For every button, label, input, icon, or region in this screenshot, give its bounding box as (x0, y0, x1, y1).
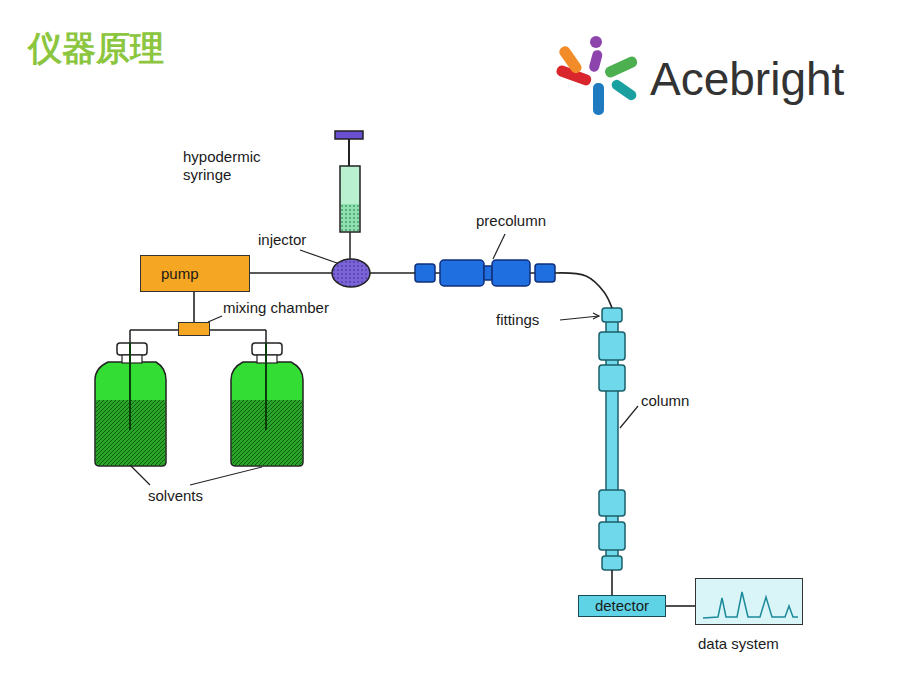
leader-line (130, 234, 638, 485)
injector-valve: injector (332, 259, 370, 287)
part-label: hypodermic syringe (183, 148, 278, 184)
part-label: data system (698, 635, 804, 653)
part-label: mixing chamber (223, 299, 253, 317)
box-text: pump (161, 265, 199, 283)
precolumn-body (415, 260, 555, 286)
solvent-bottle (95, 343, 166, 466)
part-label: column (641, 392, 667, 410)
flow-tubing (555, 273, 612, 308)
flow-tubing (370, 272, 415, 274)
flow-tubing (611, 570, 613, 595)
flow-tubing (193, 292, 195, 322)
part-label: injector (258, 231, 296, 249)
data-system: data system (695, 578, 803, 625)
data-screen (695, 578, 803, 625)
brand-name: Acebright (650, 52, 844, 106)
pump-box: pump (140, 255, 250, 292)
hypodermic-syringe (335, 131, 363, 260)
chromatogram-peaks (703, 592, 798, 618)
flow-tubing (666, 605, 695, 607)
column: column (599, 308, 625, 570)
column-body (599, 308, 625, 570)
box-text: detector (595, 597, 649, 615)
page-title: 仪器原理 (28, 28, 164, 68)
injector-valve (332, 259, 370, 287)
logo-mark (555, 36, 639, 115)
flow-tubing (250, 272, 332, 274)
part-label: solvents (148, 487, 203, 505)
solvent-bottle (231, 343, 303, 466)
mixing-chamber: mixing chamber (178, 322, 210, 336)
detector-box: detector (578, 595, 666, 617)
part-label: fittings (496, 311, 539, 329)
precolumn: precolumn (415, 260, 555, 286)
part-label: precolumn (476, 212, 616, 230)
